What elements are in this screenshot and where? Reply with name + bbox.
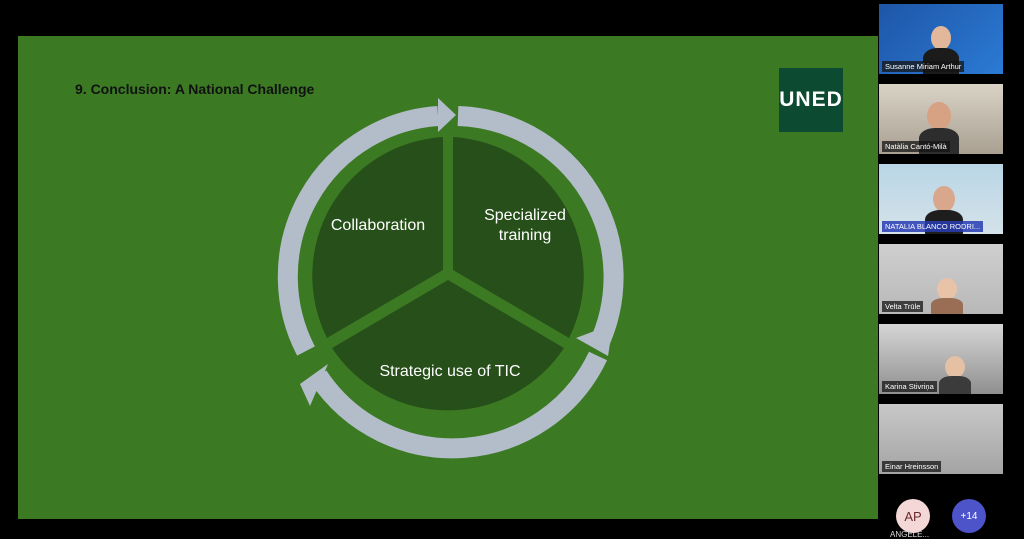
ring-arc-top-left <box>277 106 439 356</box>
arrow-head-right <box>576 324 613 356</box>
cycle-diagram <box>277 98 624 459</box>
participant-tile[interactable]: NATALIA BLANCO RODRI... <box>879 164 1003 234</box>
slide-title: 9. Conclusion: A National Challenge <box>75 81 315 97</box>
participant-head <box>927 102 951 130</box>
participant-name: Natàlia Cantó-Milà <box>882 141 950 152</box>
participant-avatar[interactable]: AP <box>896 499 930 533</box>
more-participants-button[interactable]: +14 <box>952 499 986 533</box>
label-strategic-use: Strategic use of TIC <box>364 362 536 382</box>
participant-name: Einar Hreinsson <box>882 461 942 472</box>
participant-tile[interactable]: Karina Stivriņa <box>879 324 1003 394</box>
participants-panel: Susanne Miriam Arthur Natàlia Cantó-Milà… <box>878 0 1024 539</box>
shared-slide: 9. Conclusion: A National Challenge UNED… <box>18 36 878 519</box>
participant-head <box>931 26 951 50</box>
participant-body <box>931 298 963 314</box>
arrow-head-top <box>438 98 456 132</box>
segment-strategic-use <box>332 280 564 411</box>
segment-specialized-training <box>453 137 584 338</box>
arrow-head-bottom-left <box>300 364 328 406</box>
uned-logo: UNED <box>779 68 843 132</box>
label-strategic-use-line: Strategic use of TIC <box>379 363 521 380</box>
label-specialized-training-line-1: Specialized <box>484 207 566 224</box>
label-specialized-training-line-2: training <box>498 227 552 244</box>
participant-avatar-name: ANGELE... <box>890 530 930 539</box>
label-collaboration: Collaboration <box>314 216 442 236</box>
ring-arc-bottom <box>309 351 608 459</box>
participant-head <box>933 186 955 212</box>
participant-tile[interactable]: Velta Trūle <box>879 244 1003 314</box>
participant-name: Karina Stivriņa <box>882 381 937 392</box>
ring-arc-right <box>457 106 624 351</box>
participant-name: Susanne Miriam Arthur <box>882 61 965 72</box>
label-collaboration-line: Collaboration <box>330 217 426 234</box>
participant-tile[interactable]: Einar Hreinsson <box>879 404 1003 474</box>
participant-head <box>945 356 965 378</box>
participant-body <box>939 376 971 394</box>
participant-head <box>937 278 957 300</box>
participant-name: Velta Trūle <box>882 301 924 312</box>
participant-tile[interactable]: Susanne Miriam Arthur <box>879 4 1003 74</box>
segment-collaboration <box>312 137 443 338</box>
participant-tile[interactable]: Natàlia Cantó-Milà <box>879 84 1003 154</box>
participant-name: NATALIA BLANCO RODRI... <box>882 221 984 232</box>
label-specialized-training: Specialized training <box>470 206 580 246</box>
